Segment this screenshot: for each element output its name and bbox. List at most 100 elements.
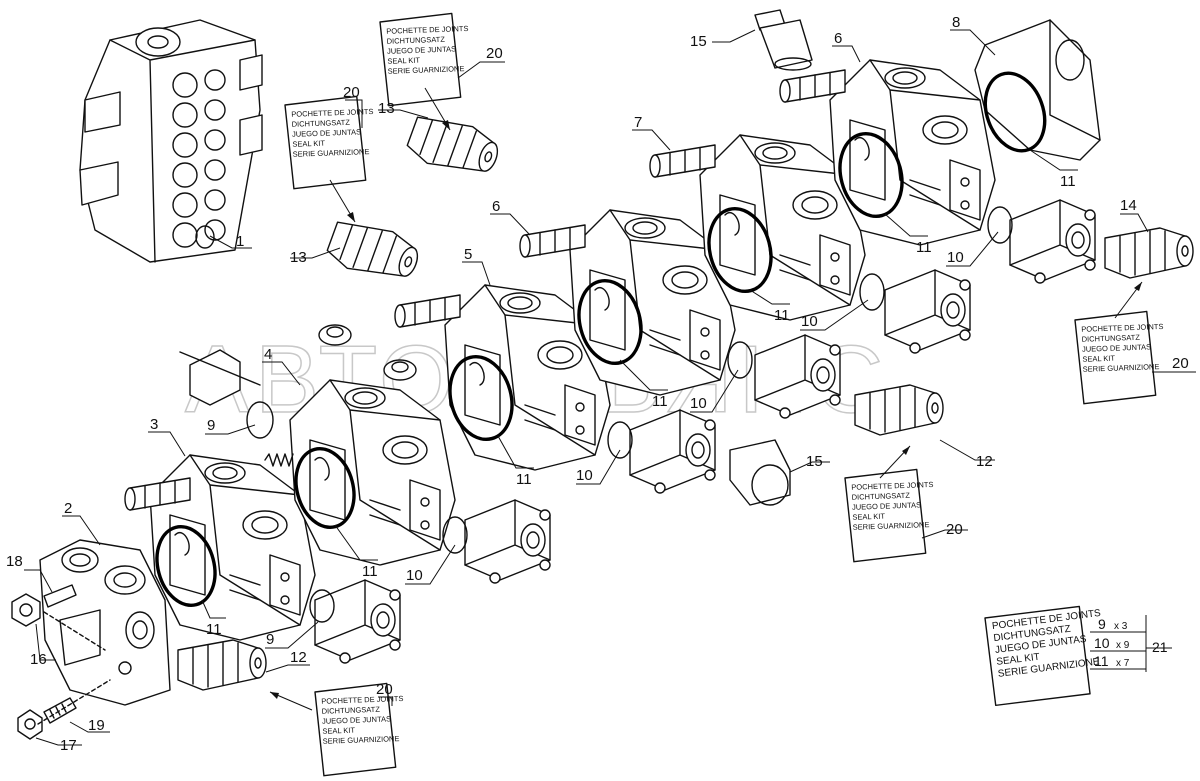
svg-text:SERIE GUARNIZIONE: SERIE GUARNIZIONE <box>388 64 465 76</box>
callout-11: 11 <box>1060 173 1076 190</box>
callout-9: 9 <box>266 631 274 648</box>
cap-section-4 <box>464 499 551 584</box>
cap-15-top <box>754 9 813 71</box>
svg-text:JUEGO DE JUNTAS: JUEGO DE JUNTAS <box>1082 342 1151 353</box>
svg-text:SEAL KIT: SEAL KIT <box>387 56 420 66</box>
svg-text:DICHTUNGSATZ: DICHTUNGSATZ <box>387 35 446 46</box>
callout-10: 10 <box>576 467 593 484</box>
svg-text:SERIE GUARNIZIONE: SERIE GUARNIZIONE <box>1083 362 1160 374</box>
svg-text:SERIE GUARNIZIONE: SERIE GUARNIZIONE <box>853 520 930 532</box>
svg-text:POCHETTE DE JOINTS: POCHETTE DE JOINTS <box>1081 322 1163 334</box>
seal-kit-box-21: POCHETTE DE JOINTS DICHTUNGSATZ JUEGO DE… <box>984 605 1102 707</box>
svg-text:POCHETTE DE JOINTS: POCHETTE DE JOINTS <box>321 694 403 706</box>
callout-16: 16 <box>30 651 47 668</box>
svg-text:POCHETTE DE JOINTS: POCHETTE DE JOINTS <box>386 24 468 36</box>
callout-10: 10 <box>690 395 707 412</box>
svg-text:SEAL KIT: SEAL KIT <box>322 726 355 736</box>
callout-11: 11 <box>652 393 668 410</box>
svg-text:SERIE GUARNIZIONE: SERIE GUARNIZIONE <box>323 734 400 746</box>
nut-17 <box>17 709 43 740</box>
seal-kit-bag-20: POCHETTE DE JOINTS DICHTUNGSATZ JUEGO DE… <box>314 682 404 777</box>
inlet-section <box>39 539 171 706</box>
assembled-valve <box>79 19 263 263</box>
kit-table: 9 x 3 10 x 9 11 x 7 21 <box>1090 615 1172 672</box>
cap-section-7 <box>884 269 971 354</box>
callout-4: 4 <box>264 346 272 363</box>
callout-20: 20 <box>486 45 503 62</box>
svg-text:JUEGO DE JUNTAS: JUEGO DE JUNTAS <box>292 127 361 138</box>
callout-2: 2 <box>64 500 72 517</box>
seal-11 <box>838 131 904 219</box>
svg-text:JUEGO DE JUNTAS: JUEGO DE JUNTAS <box>852 500 921 511</box>
callout-13: 13 <box>290 249 307 266</box>
spring-19 <box>43 697 77 724</box>
seal-kit-bag-20: POCHETTE DE JOINTS DICHTUNGSATZ JUEGO DE… <box>844 468 934 563</box>
callout-9: 9 <box>207 417 215 434</box>
seal-11 <box>294 446 356 530</box>
seal-11 <box>983 71 1047 153</box>
callout-10: 10 <box>801 313 818 330</box>
callout-18: 18 <box>6 553 23 570</box>
svg-text:DICHTUNGSATZ: DICHTUNGSATZ <box>292 118 351 129</box>
callout-11: 11 <box>516 471 532 488</box>
callout-20: 20 <box>376 681 393 698</box>
kit-row-item: 9 <box>1098 616 1106 632</box>
screw-18 <box>43 584 77 608</box>
callout-17: 17 <box>60 737 77 754</box>
svg-text:JUEGO DE JUNTAS: JUEGO DE JUNTAS <box>387 44 456 55</box>
callouts: 1 2 3 4 5 6 6 7 8 9 9 10 10 10 10 10 11 … <box>6 14 1196 754</box>
seal-kit-bag-20: POCHETTE DE JOINTS DICHTUNGSATZ JUEGO DE… <box>379 12 469 107</box>
seal-11 <box>155 524 217 608</box>
cap-section-6-top <box>1009 199 1096 284</box>
svg-text:JUEGO DE JUNTAS: JUEGO DE JUNTAS <box>322 714 391 725</box>
oring-9 <box>309 589 335 623</box>
kit-total: 21 <box>1152 639 1168 655</box>
assembly-line <box>37 679 111 725</box>
callout-11: 11 <box>362 563 378 580</box>
spring <box>264 453 294 467</box>
callout-20: 20 <box>946 521 963 538</box>
svg-text:SEAL KIT: SEAL KIT <box>852 512 885 522</box>
callout-12: 12 <box>976 453 993 470</box>
callout-6: 6 <box>834 30 842 47</box>
kit-arrows <box>269 87 1143 711</box>
callout-11: 11 <box>206 621 222 638</box>
oring-10 <box>727 341 753 379</box>
callout-15: 15 <box>690 33 707 50</box>
svg-text:POCHETTE DE JOINTS: POCHETTE DE JOINTS <box>851 480 933 492</box>
callout-1: 1 <box>236 233 244 250</box>
callout-3: 3 <box>150 416 158 433</box>
callout-10: 10 <box>947 249 964 266</box>
callout-10: 10 <box>406 567 423 584</box>
callout-12: 12 <box>290 649 307 666</box>
assembly-line <box>43 611 106 651</box>
seal-11 <box>577 278 643 366</box>
seal-kit-bag-20: POCHETTE DE JOINTS DICHTUNGSATZ JUEGO DE… <box>1074 310 1164 405</box>
svg-text:DICHTUNGSATZ: DICHTUNGSATZ <box>322 705 381 716</box>
svg-text:POCHETTE DE JOINTS: POCHETTE DE JOINTS <box>291 107 373 119</box>
svg-text:SEAL KIT: SEAL KIT <box>996 652 1041 668</box>
kit-row-qty: x 3 <box>1114 621 1128 632</box>
spool-end-9 <box>179 349 274 439</box>
oring-10 <box>607 421 633 459</box>
kit-row-item: 10 <box>1094 635 1110 651</box>
cap-15 <box>729 439 791 506</box>
nut-16 <box>11 593 41 627</box>
svg-text:SEAL KIT: SEAL KIT <box>292 139 325 149</box>
svg-text:SEAL KIT: SEAL KIT <box>1082 354 1115 364</box>
relief-cartridge-13 <box>323 212 425 291</box>
relief-cartridge-12 <box>177 639 267 691</box>
seal-kit-bag-20: POCHETTE DE JOINTS DICHTUNGSATZ JUEGO DE… <box>284 95 374 190</box>
callout-6: 6 <box>492 198 500 215</box>
callout-19: 19 <box>88 717 105 734</box>
kit-row-qty: x 7 <box>1116 658 1130 669</box>
relief-cartridge-14 <box>1104 227 1194 279</box>
oring-10 <box>442 516 468 554</box>
oring-10 <box>987 206 1013 244</box>
svg-text:DICHTUNGSATZ: DICHTUNGSATZ <box>1082 333 1141 344</box>
callout-20: 20 <box>343 84 360 101</box>
end-cover-8 <box>974 19 1101 161</box>
callout-5: 5 <box>464 246 472 263</box>
callout-7: 7 <box>634 114 642 131</box>
